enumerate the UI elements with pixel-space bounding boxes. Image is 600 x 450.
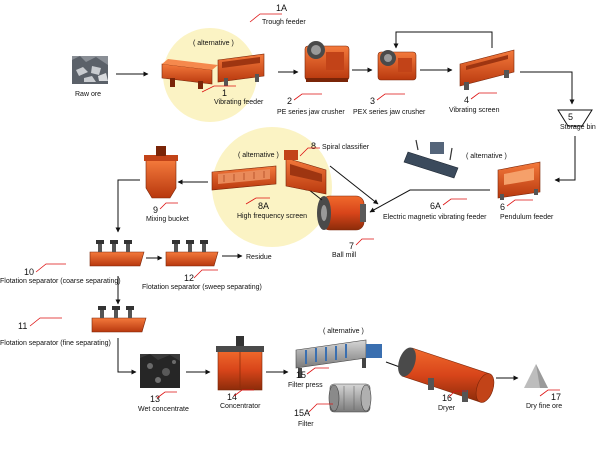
label-flotation-sweep: Flotation separator (sweep separating) [142,284,262,291]
dryer-machine [398,347,495,403]
alternative-label-8: ( alternative ) [238,152,279,159]
callout-line-15 [306,367,329,375]
label-dry-fine-ore: Dry fine ore [526,403,562,410]
high-frequency-screen-machine [211,165,277,191]
label-raw-ore: Raw ore [75,91,101,98]
callout-number-1: 1 [222,88,227,98]
label-filter: Filter [298,421,314,428]
label-concentrator: Concentrator [220,403,261,410]
flotation-sweep-machine [165,240,219,267]
label-high-frequency-screen: High frequency screen [237,213,307,220]
label-storage-bin: Storage bin [560,124,596,131]
label-vibrating-feeder: Vibrating feeder [214,99,264,106]
callout-number-6: 6 [500,202,505,212]
wet-concentrate-image [140,354,180,388]
arrow-classifier-return [329,165,379,205]
label-pe-jaw-crusher: PE series jaw crusher [277,109,345,116]
callout-number-15: 15 [296,370,306,380]
vibrating-screen-machine [459,49,515,90]
label-ball-mill: Ball mill [332,252,357,259]
callout-line-6 [506,199,533,207]
storage-bin-machine [557,109,593,127]
alternative-label-15: ( alternative ) [323,328,364,335]
callout-number-5: 5 [568,112,573,122]
callout-line-1 [201,85,236,93]
callout-line-17 [539,389,560,397]
label-mixing-bucket: Mixing bucket [146,216,189,223]
callout-line-12 [193,269,218,279]
label-pex-jaw-crusher: PEX series jaw crusher [353,109,426,116]
callout-number-8a: 8A [258,201,269,211]
label-vibrating-screen: Vibrating screen [449,107,500,114]
callout-number-17: 17 [551,392,561,402]
callout-line-8 [299,147,320,157]
pendulum-feeder-machine [497,161,541,200]
callout-line-10 [35,263,66,273]
callout-line-6a [442,198,467,206]
raw-ore-image [72,56,108,84]
trough-feeder-machine [217,53,265,86]
dry-fine-ore-pile [524,364,548,388]
callout-line-9 [159,202,178,210]
concentrator-machine [216,336,264,391]
callout-number-4: 4 [464,95,469,105]
label-filter-press: Filter press [288,382,323,389]
callout-line-8a [245,197,270,205]
electromagnetic-vibrating-feeder-machine [403,139,459,179]
filter-machine [328,383,372,413]
callout-number-16: 16 [442,393,452,403]
callout-line-15a [308,403,333,413]
label-pendulum-feeder: Pendulum feeder [500,214,554,221]
arrow-screen-return-to-pex [393,31,493,49]
spiral-classifier-machine [284,150,327,195]
callout-number-11: 11 [18,321,27,331]
arrow-bin-to-feeder [554,136,576,183]
callout-number-15a: 15A [294,408,310,418]
callout-number-7: 7 [349,241,354,251]
arrow-fine-to-wet-concentrate [117,338,137,375]
arrow-feeder-to-ball-mill [369,189,490,213]
callout-number-1a: 1A [276,3,287,13]
callout-number-13: 13 [150,394,160,404]
callout-number-3: 3 [370,96,375,106]
pex-jaw-crusher-machine [377,50,417,81]
callout-line-2 [293,93,322,101]
label-dryer: Dryer [438,405,456,412]
callout-number-2: 2 [287,96,292,106]
pe-jaw-crusher-machine [304,41,350,82]
label-wet-concentrate: Wet concentrate [138,406,189,413]
ball-mill-machine [317,195,366,231]
label-spiral-classifier: Spiral classifier [322,144,370,151]
callout-number-14: 14 [227,392,237,402]
callout-line-14 [233,389,254,397]
callout-number-12: 12 [184,273,194,283]
callout-number-8: 8 [311,141,316,151]
arrow-mixing-to-flotation [115,179,140,233]
label-electromagnetic-feeder: Electric magnetic vibrating feeder [383,214,487,221]
filter-press-machine [295,339,382,378]
label-residue: Residue [246,254,272,261]
callout-line-16 [448,390,467,398]
alternative-label-1: ( alternative ) [193,40,234,47]
alternative-highlight-8 [212,127,332,247]
callout-line-13 [156,391,177,399]
callout-number-9: 9 [153,205,158,215]
label-trough-feeder: Trough feeder [262,19,306,26]
callout-number-10: 10 [24,267,34,277]
callout-line-4 [470,92,497,100]
alternative-label-6: ( alternative ) [466,153,507,160]
callout-line-11 [29,317,62,327]
flotation-coarse-machine [89,240,145,267]
callout-number-6a: 6A [430,201,441,211]
callout-line-7 [355,238,374,246]
label-flotation-coarse: Flotation separator (coarse separating) [0,278,121,285]
vibrating-feeder-machine [161,59,218,89]
callout-line-1a [249,13,282,23]
flotation-fine-machine [91,306,147,333]
mixing-bucket-machine [144,146,178,199]
arrow-screen-to-bin [520,71,575,105]
callout-line-3 [376,93,405,101]
label-flotation-fine: Flotation separator (fine separating) [0,340,111,347]
